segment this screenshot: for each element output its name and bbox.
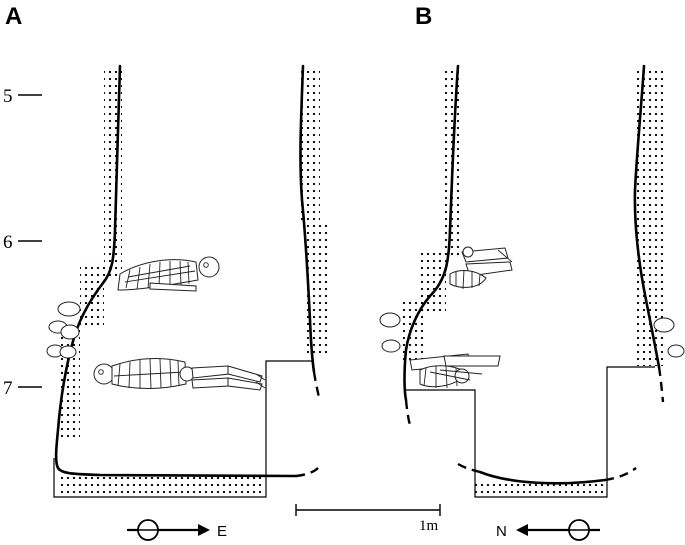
circle-arrow-north-icon bbox=[516, 519, 600, 541]
circle-arrow-east-icon bbox=[127, 519, 210, 541]
section-a-right-wall bbox=[299, 64, 316, 374]
depth-tick-label-5: 5 bbox=[3, 86, 13, 107]
orientation-label-a: E bbox=[217, 523, 227, 540]
depth-scale: 5 6 7 bbox=[3, 86, 42, 399]
section-b-stones bbox=[379, 312, 685, 358]
section-a-left-wall bbox=[54, 64, 298, 478]
section-b-upper-skeleton bbox=[449, 246, 513, 290]
section-b-right-wall-dashed bbox=[657, 366, 665, 403]
scale-bar: 1m bbox=[295, 504, 441, 534]
section-b-left-wall-dashed bbox=[404, 399, 412, 426]
section-a-floor-dashed bbox=[295, 467, 319, 478]
section-b-left-wall bbox=[403, 64, 460, 402]
section-a-right-wall-dashed bbox=[312, 371, 321, 399]
section-b-lower-skeleton bbox=[409, 353, 501, 389]
depth-tick-label-7: 7 bbox=[3, 378, 13, 399]
section-b-step-outline bbox=[406, 366, 655, 498]
section-b-right-wall bbox=[633, 64, 661, 369]
section-b-floor-dashed-right bbox=[604, 467, 637, 482]
panel-b-label: B bbox=[415, 3, 432, 30]
section-b-stipple bbox=[400, 66, 663, 496]
section-a-stipple bbox=[57, 66, 328, 496]
section-a-lower-skeleton bbox=[93, 358, 266, 391]
section-a bbox=[46, 64, 328, 498]
section-a-stones bbox=[46, 301, 81, 359]
section-b bbox=[379, 64, 685, 498]
section-b-floor-dashed-left bbox=[457, 462, 481, 474]
panel-a-label: A bbox=[5, 3, 22, 30]
scale-bar-label: 1m bbox=[419, 518, 439, 534]
section-a-step-outline bbox=[53, 360, 314, 498]
section-b-floor bbox=[478, 470, 607, 485]
orientation-label-b: N bbox=[496, 523, 507, 540]
depth-tick-label-6: 6 bbox=[3, 232, 13, 253]
section-a-upper-skeleton bbox=[117, 256, 220, 292]
